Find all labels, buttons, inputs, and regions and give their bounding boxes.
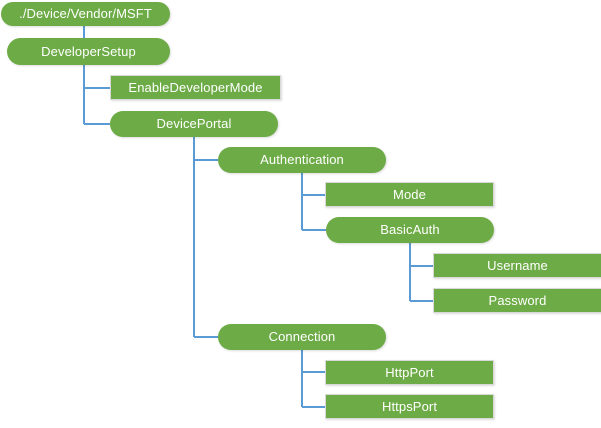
node-label: Mode [393,186,426,202]
node-label: Connection [268,329,336,344]
node-basic-auth[interactable]: BasicAuth [326,217,494,243]
node-label: Password [488,292,547,308]
node-password[interactable]: Password [433,288,601,313]
node-developer-setup[interactable]: DeveloperSetup [7,38,170,65]
node-label: ./Device/Vendor/MSFT [19,6,152,21]
node-label: BasicAuth [380,222,440,237]
node-authentication[interactable]: Authentication [218,147,386,173]
node-root[interactable]: ./Device/Vendor/MSFT [1,2,170,26]
node-mode[interactable]: Mode [325,182,494,207]
node-label: DeveloperSetup [41,43,136,59]
node-enable-developer-mode[interactable]: EnableDeveloperMode [110,75,281,100]
node-http-port[interactable]: HttpPort [325,360,494,385]
node-label: HttpPort [385,364,434,380]
node-label: Authentication [260,152,344,167]
node-username[interactable]: Username [433,253,601,278]
node-https-port[interactable]: HttpsPort [325,394,494,419]
node-label: Username [487,257,548,273]
node-connection[interactable]: Connection [218,324,386,350]
node-device-portal[interactable]: DevicePortal [110,111,278,137]
node-label: DevicePortal [156,116,232,131]
node-label: EnableDeveloperMode [128,79,263,95]
node-label: HttpsPort [381,398,438,414]
